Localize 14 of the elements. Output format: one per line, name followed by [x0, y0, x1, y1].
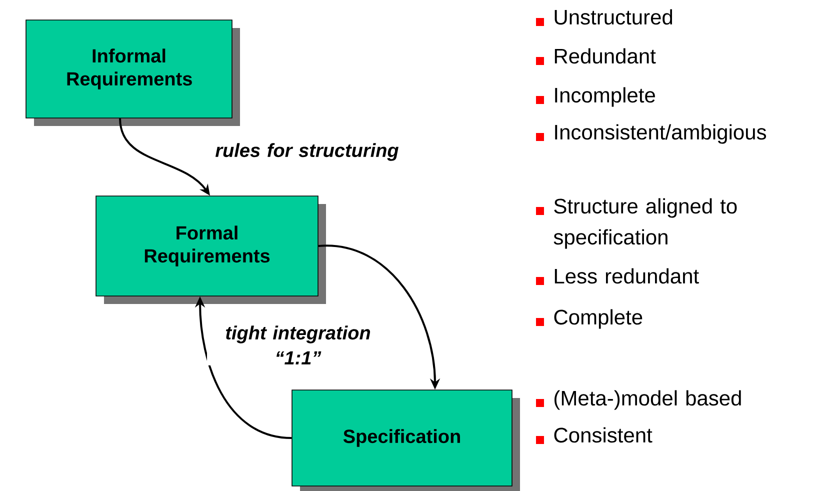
process-box: Informal Requirements [26, 20, 240, 126]
bullet-text: Unstructured [554, 9, 672, 25]
bullet-text: Consistent [554, 427, 652, 443]
bullet-text: Less redundant [554, 268, 699, 284]
bullet-text: Complete [554, 309, 642, 329]
bullet-text: Incomplete [555, 87, 655, 107]
bullet-text: Structure aligned to specification [554, 198, 737, 249]
bullet-text: Redundant [554, 48, 656, 64]
edge-label: tight integration “1:1” [226, 326, 370, 364]
bullet-text: (Meta-)model based [554, 390, 741, 410]
process-box: Formal Requirements [96, 196, 326, 304]
bullet-text: Inconsistent/ambigious [555, 124, 766, 144]
edge-label: rules for structuring [216, 143, 398, 161]
process-box: Specification [292, 390, 520, 491]
